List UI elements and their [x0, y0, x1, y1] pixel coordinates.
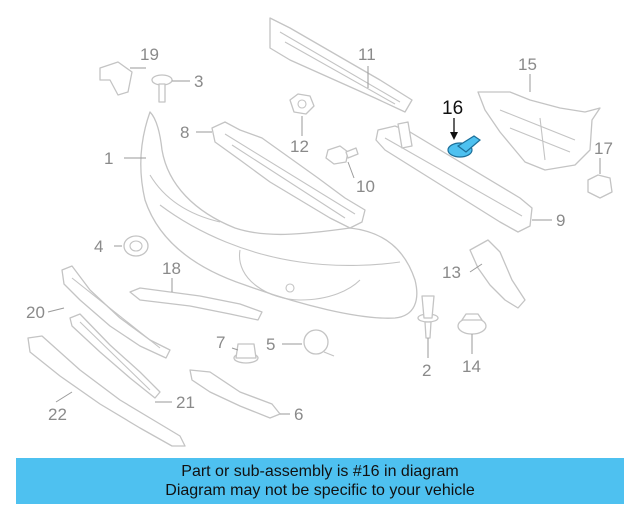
- banner-line-1: Part or sub-assembly is #16 in diagram: [181, 463, 459, 480]
- part-clip-19[interactable]: [99, 61, 133, 96]
- part-screw-3[interactable]: [151, 74, 173, 103]
- callout-16: 16: [442, 98, 463, 119]
- info-banner: Part or sub-assembly is #16 in diagram D…: [16, 458, 624, 504]
- callout-4: 4: [94, 237, 103, 256]
- part-lower-panel-22[interactable]: [27, 335, 186, 447]
- callout-21: 21: [176, 393, 195, 412]
- callout-6: 6: [294, 405, 303, 424]
- part-retainer-17[interactable]: [587, 174, 613, 199]
- banner-line-2: Diagram may not be specific to your vehi…: [165, 482, 475, 499]
- part-upper-bracket[interactable]: [269, 17, 413, 113]
- part-energy-absorber[interactable]: [211, 121, 366, 229]
- part-reinforcement-bar[interactable]: [375, 121, 533, 233]
- part-lower-grille-20[interactable]: [61, 265, 171, 359]
- callout-5: 5: [266, 335, 275, 354]
- part-cap-5[interactable]: [303, 329, 335, 357]
- part-nut-12[interactable]: [289, 93, 315, 115]
- callout-8: 8: [180, 123, 189, 142]
- part-clip-7[interactable]: [233, 343, 259, 364]
- leader-lines: [47, 66, 601, 415]
- callout-19: 19: [140, 45, 159, 64]
- callout-20: 20: [26, 303, 45, 322]
- callout-15: 15: [518, 55, 537, 74]
- part-side-bracket[interactable]: [477, 91, 601, 171]
- callout-18: 18: [162, 259, 181, 278]
- callout-9: 9: [556, 211, 565, 230]
- part-bolt-16[interactable]: [447, 135, 481, 158]
- part-bolt-10[interactable]: [325, 145, 359, 165]
- part-bumper-cover[interactable]: [140, 111, 418, 319]
- callout-10: 10: [356, 177, 375, 196]
- part-retainer-14[interactable]: [457, 313, 487, 335]
- callout-13: 13: [442, 263, 461, 282]
- parts-diagram: 1 2 3 4 5 6 7 8 9 10 11 12 13 14 15 16 1…: [26, 17, 613, 447]
- part-side-trim-6[interactable]: [189, 369, 281, 419]
- callout-1: 1: [104, 149, 113, 168]
- callout-3: 3: [194, 72, 203, 91]
- callout-17: 17: [594, 139, 613, 158]
- part-grommet-4[interactable]: [123, 235, 149, 257]
- callout-2: 2: [422, 361, 431, 380]
- callout-11: 11: [358, 45, 376, 64]
- part-lower-strip-21[interactable]: [69, 313, 161, 399]
- callout-14: 14: [462, 357, 481, 376]
- callout-22: 22: [48, 405, 67, 424]
- part-trim-strip-18[interactable]: [129, 287, 263, 321]
- callout-12: 12: [290, 137, 309, 156]
- part-bracket-13[interactable]: [469, 239, 526, 309]
- callout-7: 7: [216, 333, 225, 352]
- part-push-pin-2[interactable]: [417, 295, 439, 339]
